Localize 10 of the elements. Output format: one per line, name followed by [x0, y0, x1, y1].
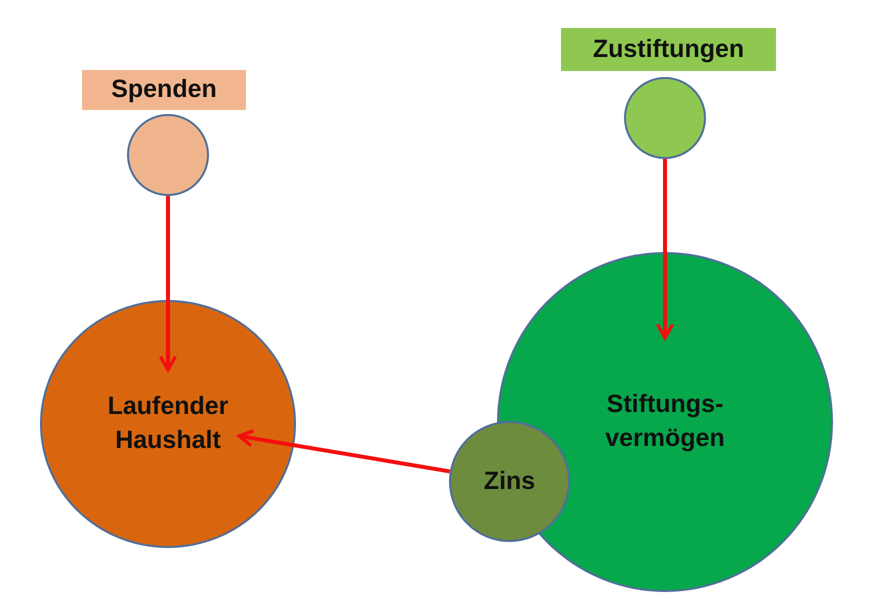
node-text: Zins [482, 466, 536, 497]
label-box [561, 28, 776, 71]
node-text: Spenden [111, 74, 217, 106]
arrow [237, 429, 450, 474]
node-text: Zustiftungen [592, 34, 744, 65]
node-text: Laufender Haushalt [106, 391, 230, 456]
label-box [82, 70, 246, 110]
node-text: Stiftungs- vermögen [604, 389, 726, 454]
arrow [158, 196, 178, 372]
arrow [656, 159, 674, 340]
